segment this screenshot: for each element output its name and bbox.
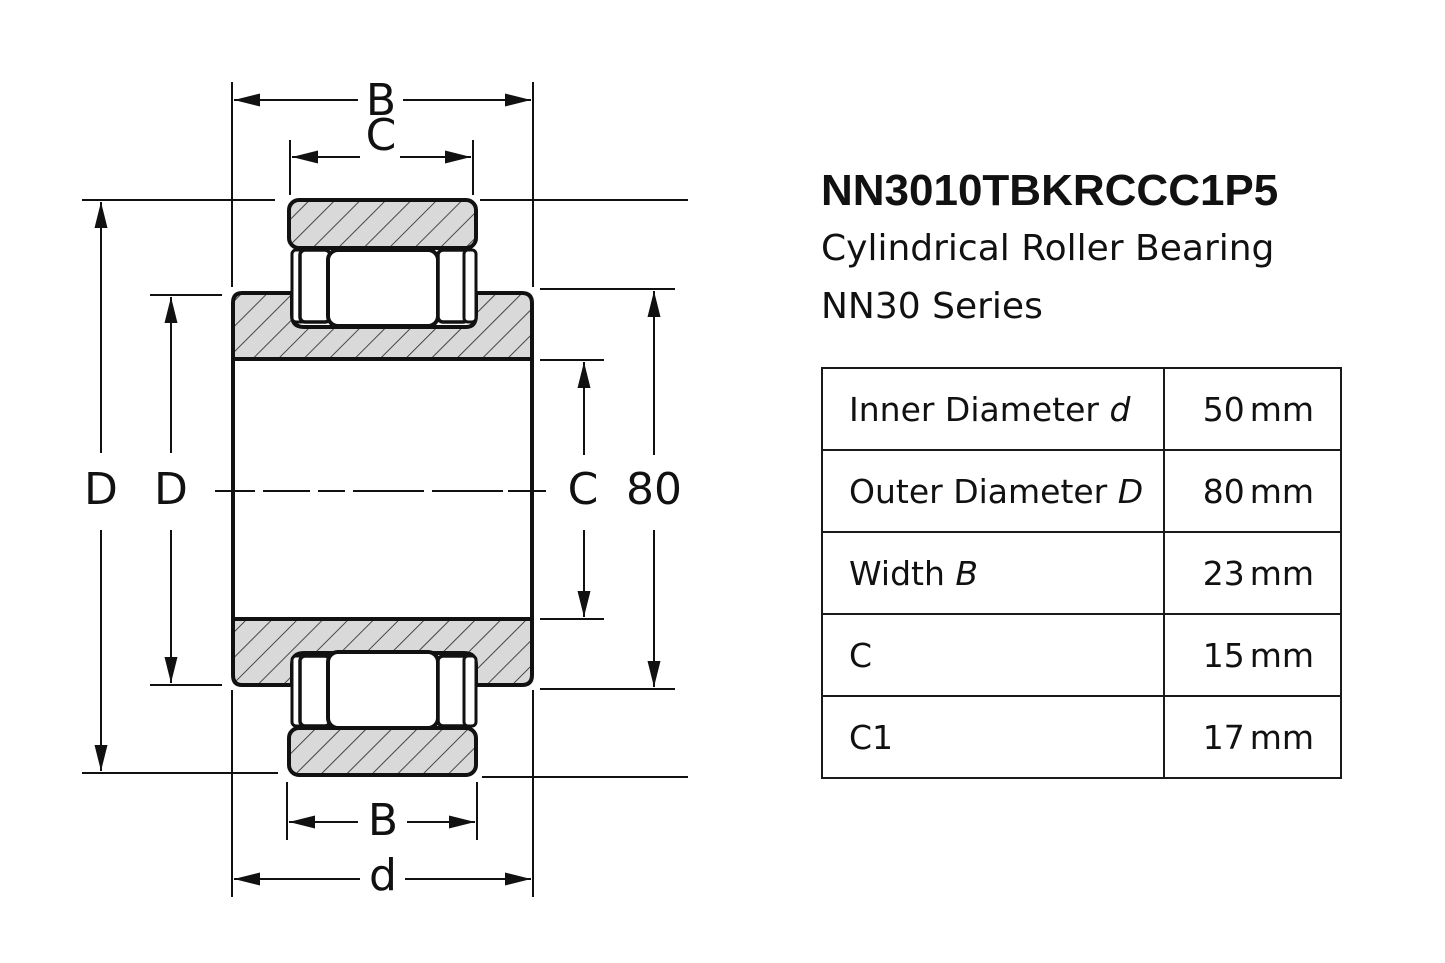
part-number: NN3010TBKRCCC1P5 [821,166,1279,215]
outer-ring-bottom [287,726,478,777]
dim-label-left-inner-d: D [154,464,188,515]
roller-bottom [290,650,478,730]
extension-lines [82,82,688,897]
spec-symbol: D [1117,471,1144,511]
spec-label: Width B [821,531,1165,615]
spec-label: C1 [821,695,1165,779]
dimension-arrows [94,93,661,886]
dim-label-top-c: C [366,110,397,161]
dim-label-bottom-d: d [369,850,397,901]
spec-label: Outer Diameter D [821,449,1165,533]
title-block: NN3010TBKRCCC1P5 Cylindrical Roller Bear… [821,162,1278,336]
outer-ring-top [287,198,478,250]
dim-label-bottom-b: B [368,795,398,846]
dim-label-top-b: B [366,75,396,126]
roller-top [290,248,478,328]
spec-label: C [821,613,1165,697]
product-type: Cylindrical Roller Bearing [821,228,1275,269]
dim-label-left-outer-d: D [84,464,118,515]
spec-symbol: d [1109,389,1131,429]
dim-label-right-c: C [568,464,599,515]
spec-label: Inner Diameter d [821,367,1165,451]
product-series: NN30 Series [821,286,1043,327]
dim-label-right-80: 80 [626,464,682,515]
spec-symbol: B [955,553,979,593]
bore-walls [231,359,534,619]
